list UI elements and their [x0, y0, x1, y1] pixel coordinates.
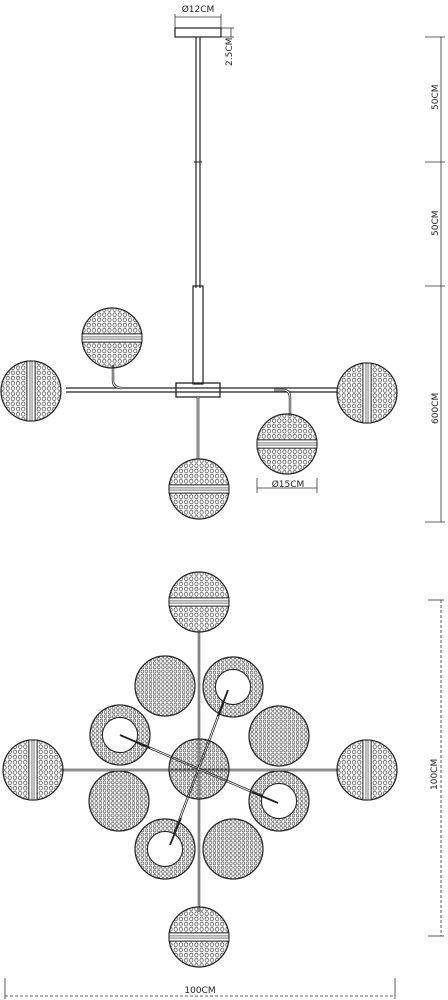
- globe-diameter-label: Ø15CM: [272, 479, 305, 490]
- top-cup-ssw: [134, 818, 196, 880]
- top-globe-ene: [248, 705, 310, 767]
- globe-upper-left: [81, 307, 143, 369]
- globe-left-far: [0, 360, 62, 422]
- rod-segment-1-label: 50CM: [431, 84, 441, 110]
- top-view: 100CM 100CM: [2, 571, 444, 999]
- canopy: [174, 27, 222, 38]
- lower-rod: [192, 285, 204, 385]
- top-globe-south: [168, 906, 230, 968]
- top-globe-center: [168, 738, 230, 800]
- globe-center-lower: [168, 458, 230, 520]
- top-cup-nne: [202, 656, 264, 718]
- total-drop-label: 600CM: [431, 393, 441, 424]
- top-globe-west: [2, 739, 64, 801]
- side-view: Ø12CM 2.5CM: [0, 4, 445, 523]
- canopy-height-label: 2.5CM: [225, 38, 235, 66]
- globe-right-far: [336, 362, 398, 424]
- top-globe-nnw: [134, 655, 196, 717]
- top-view-height-label: 100CM: [430, 759, 440, 790]
- top-cup-ese: [248, 770, 310, 832]
- top-view-width-label: 100CM: [184, 986, 215, 996]
- hub: [175, 382, 221, 398]
- top-globe-sse: [202, 818, 264, 880]
- top-globe-wsw: [88, 770, 150, 832]
- top-globe-north: [168, 571, 230, 633]
- top-globe-east: [336, 739, 398, 801]
- rod-segment-2-label: 50CM: [431, 210, 441, 236]
- canopy-diameter-label: Ø12CM: [182, 4, 215, 15]
- globe-right-lower: [256, 413, 318, 475]
